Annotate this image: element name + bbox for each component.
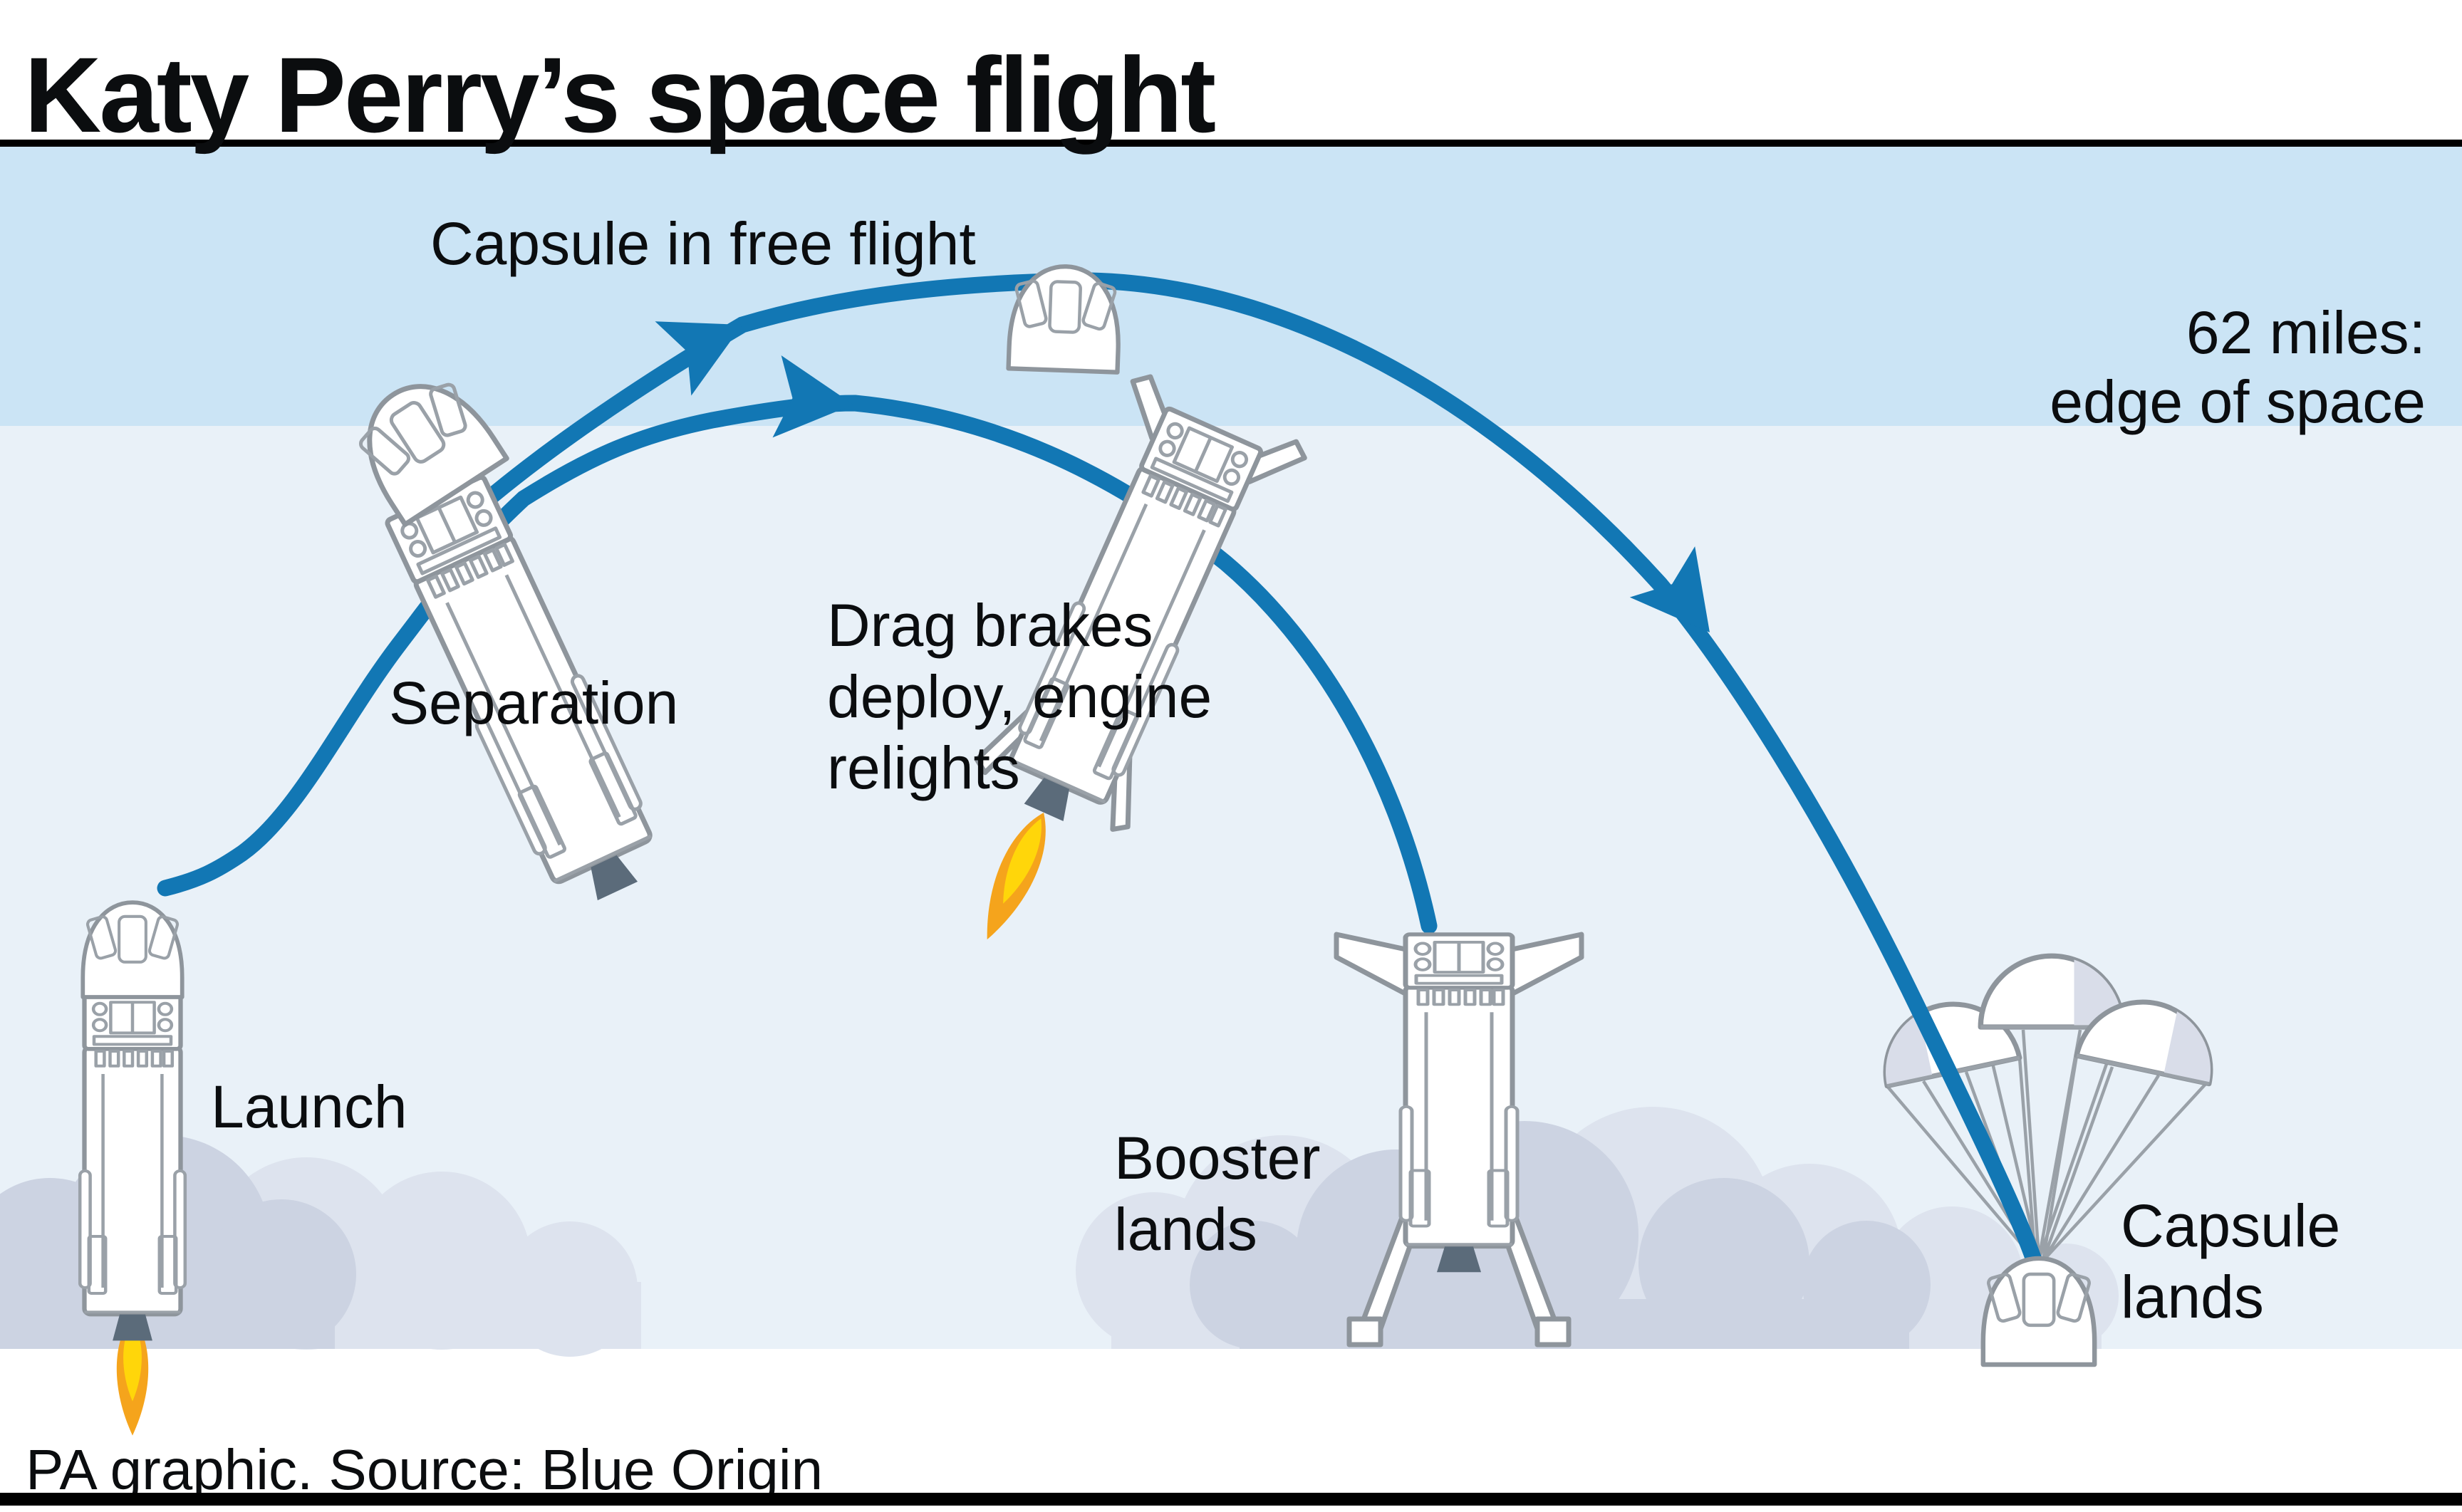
flight-path-capsule [447,272,2045,1275]
stage-label-capsule-lands: Capsule lands [2121,1192,2341,1330]
stage-label-separation: Separation [389,669,679,736]
crew-capsule-icon-landing [1983,1258,2094,1365]
arrowhead-icon [655,287,761,396]
stage-label-drag-brakes: Drag brakes deploy, engine relights [827,592,1212,801]
flight-path-booster [157,355,1438,934]
parachute-icon [1873,956,2223,1262]
stage-label-booster-lands: Booster lands [1114,1125,1321,1263]
landing-booster-illustration [1334,932,1584,1347]
flame-icon [970,805,1061,947]
stage-label-launch: Launch [211,1073,407,1140]
descending-booster-illustration [970,374,1307,947]
title-divider [0,140,2462,147]
bottom-rule [0,1493,2462,1506]
stage-label-capsule-free-flight: Capsule in free flight [430,210,976,277]
altitude-annotation: 62 miles: edge of space [2050,299,2426,435]
source-credit: PA graphic. Source: Blue Origin [26,1438,824,1501]
sky-upper-band [0,147,2462,426]
launch-rocket-illustration [80,902,185,1436]
crew-capsule-icon [83,902,182,997]
page-title: Katy Perry’s space flight [24,35,1216,155]
